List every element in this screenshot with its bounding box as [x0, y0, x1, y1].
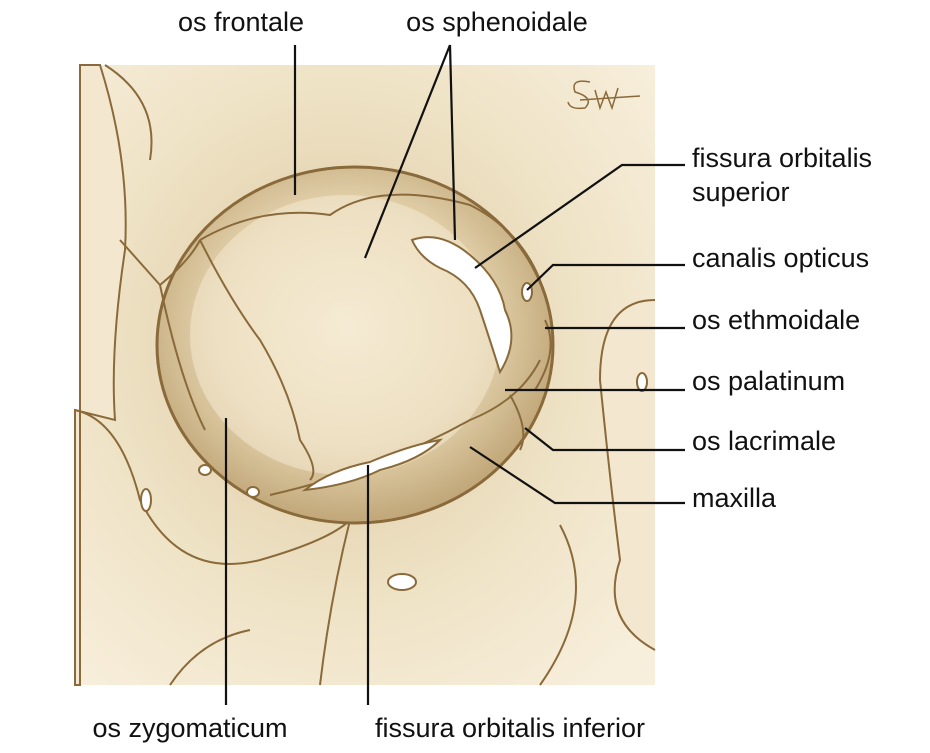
label-fissura-orbitalis-superior-line1: fissura orbitalis: [692, 143, 873, 173]
orbit: [140, 165, 648, 591]
inferior-orbital-fissure: [301, 438, 443, 492]
label-os-palatinum: os palatinum: [692, 366, 846, 396]
leader-lines: [224, 44, 685, 705]
signature-logo: [567, 80, 641, 111]
label-os-lacrimale: os lacrimale: [692, 426, 837, 456]
superior-orbital-fissure: [410, 236, 513, 375]
label-fissura-orbitalis-inferior: fissura orbitalis inferior: [374, 713, 646, 743]
label-os-frontale: os frontale: [177, 7, 305, 37]
label-fissura-orbitalis-superior-line2: superior: [692, 177, 790, 207]
label-os-zygomaticum: os zygomaticum: [92, 713, 288, 743]
label-maxilla: maxilla: [692, 483, 777, 513]
label-os-sphenoidale: os sphenoidale: [406, 7, 588, 37]
label-canalis-opticus: canalis opticus: [692, 243, 870, 273]
label-os-ethmoidale: os ethmoidale: [692, 305, 861, 335]
